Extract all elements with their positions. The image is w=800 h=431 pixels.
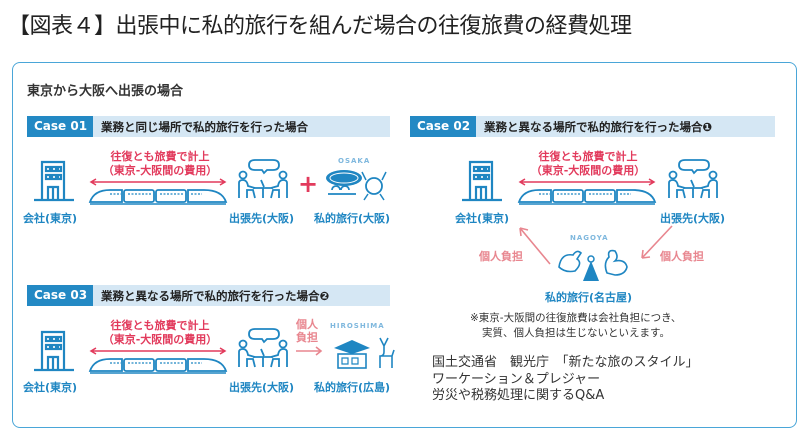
diagram-subtitle: 東京から大阪へ出張の場合 xyxy=(27,84,184,99)
burden-line1: 個人 xyxy=(296,318,318,331)
fare-label-line2: （東京-大阪間の費用） xyxy=(102,333,218,346)
business-dest-label: 出張先(大阪) xyxy=(660,212,726,225)
source-line3: 労災や税務処理に関するQ&A xyxy=(432,388,605,403)
burden-line2: 負担 xyxy=(296,331,318,344)
personal-burden-label: 個人負担 xyxy=(479,250,523,263)
company-building-icon xyxy=(32,330,76,372)
case02-title: 業務と異なる場所で私的旅行を行った場合❶ xyxy=(484,119,713,134)
city-nagoya: NAGOYA xyxy=(570,234,609,242)
city-hiroshima: HIROSHIMA xyxy=(330,322,385,330)
case02-note: ※東京-大阪間の往復旅費は会社負担につき、 実質、個人負担は生じないといえます。 xyxy=(470,311,681,341)
case03-header: Case 03 業務と異なる場所で私的旅行を行った場合❷ xyxy=(27,285,390,306)
company-label: 会社(東京) xyxy=(455,212,510,225)
shinkansen-train-icon xyxy=(517,186,657,206)
fare-label: 往復とも旅費で計上 （東京-大阪間の費用） xyxy=(90,319,230,347)
meeting-icon xyxy=(665,158,721,202)
meeting-icon xyxy=(235,158,291,202)
source-line1: 国土交通省 観光庁 「新たな旅のスタイル」 xyxy=(432,355,699,370)
case02-label: Case 02 xyxy=(410,116,476,137)
meeting-icon xyxy=(235,327,291,371)
fare-label: 往復とも旅費で計上 （東京-大阪間の費用） xyxy=(518,150,658,178)
case03-title: 業務と異なる場所で私的旅行を行った場合❷ xyxy=(101,288,330,303)
burden-arrow-icon xyxy=(296,346,323,356)
shinkansen-train-icon xyxy=(88,355,228,375)
fare-label-line2: （東京-大阪間の費用） xyxy=(530,164,646,177)
osaka-food-icon xyxy=(326,170,387,201)
case01-label: Case 01 xyxy=(27,116,93,137)
personal-burden-label: 個人 負担 xyxy=(296,318,318,344)
burden-arrows-icon xyxy=(519,225,673,265)
case01-header: Case 01 業務と同じ場所で私的旅行を行った場合 xyxy=(27,116,390,137)
case01-title: 業務と同じ場所で私的旅行を行った場合 xyxy=(101,119,308,134)
diagram-frame xyxy=(12,62,797,428)
business-dest-label: 出張先(大阪) xyxy=(229,212,295,225)
company-label: 会社(東京) xyxy=(23,381,78,394)
round-trip-arrow-icon xyxy=(88,347,228,355)
company-building-icon xyxy=(32,160,76,202)
company-building-icon xyxy=(460,160,504,202)
fare-label: 往復とも旅費で計上 （東京-大阪間の費用） xyxy=(90,150,230,178)
company-label: 会社(東京) xyxy=(23,212,78,225)
round-trip-arrow-icon xyxy=(88,178,228,186)
city-osaka: OSAKA xyxy=(338,157,371,165)
personal-burden-label: 個人負担 xyxy=(660,250,704,263)
fare-label-line1: 往復とも旅費で計上 xyxy=(110,319,210,332)
nagoya-icon xyxy=(558,249,628,281)
case01-trip-label: 私的旅行(大阪) xyxy=(314,212,391,225)
case03-label: Case 03 xyxy=(27,285,93,306)
fare-label-line2: （東京-大阪間の費用） xyxy=(102,164,218,177)
page-title: 【図表４】出張中に私的旅行を組んだ場合の往復旅費の経費処理 xyxy=(8,14,632,39)
hiroshima-icon xyxy=(334,337,395,369)
fare-label-line1: 往復とも旅費で計上 xyxy=(538,150,638,163)
case02-trip-label: 私的旅行(名古屋) xyxy=(545,291,633,304)
shinkansen-train-icon xyxy=(88,186,228,206)
note-line2: 実質、個人負担は生じないといえます。 xyxy=(482,327,670,339)
fare-label-line1: 往復とも旅費で計上 xyxy=(110,150,210,163)
note-line1: ※東京-大阪間の往復旅費は会社負担につき、 xyxy=(470,312,682,324)
case03-trip-label: 私的旅行(広島) xyxy=(314,381,391,394)
plus-sign: + xyxy=(298,170,319,198)
business-dest-label: 出張先(大阪) xyxy=(229,381,295,394)
round-trip-arrow-icon xyxy=(517,178,657,186)
case02-header: Case 02 業務と異なる場所で私的旅行を行った場合❶ xyxy=(410,116,775,137)
source-citation: 国土交通省 観光庁 「新たな旅のスタイル」 ワーケーション＆プレジャー 労災や税… xyxy=(432,355,699,405)
source-line2: ワーケーション＆プレジャー xyxy=(432,371,601,387)
